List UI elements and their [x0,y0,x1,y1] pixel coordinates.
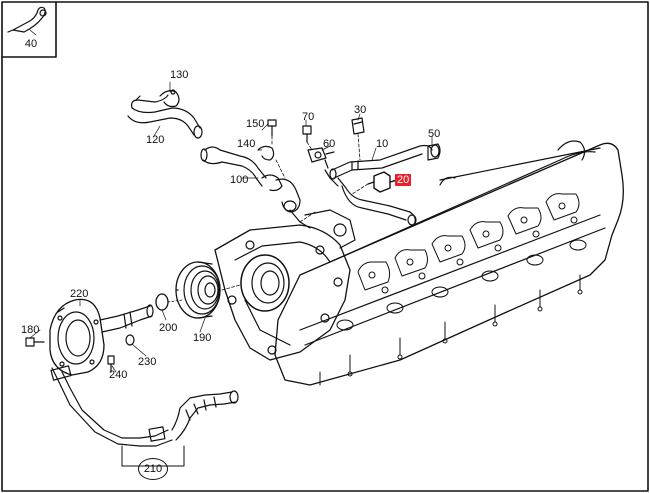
callout-130[interactable]: 130 [170,69,189,81]
callout-120[interactable]: 120 [146,134,165,146]
bolt-150 [267,119,277,137]
callout-200[interactable]: 200 [159,322,178,334]
cylinder-head [274,140,624,386]
sensor-70 [302,125,312,143]
callout-40[interactable]: 40 [24,38,38,50]
leader-lines [29,29,433,373]
inset-box-clamp [1,1,57,58]
hose-100 [200,145,311,229]
callout-150[interactable]: 150 [246,118,265,130]
callout-70[interactable]: 70 [302,111,315,123]
hose-120 [127,89,203,139]
sensor-20 [367,171,399,193]
callout-240[interactable]: 240 [109,369,128,381]
timing-case [214,209,356,361]
callout-230[interactable]: 230 [138,356,157,368]
o-ring-200 [155,293,169,311]
callout-180[interactable]: 180 [21,324,40,336]
belt-pulley [175,261,221,319]
water-pump [49,298,154,447]
callout-100[interactable]: 100 [230,174,249,186]
callout-140[interactable]: 140 [237,138,256,150]
callout-10[interactable]: 10 [376,138,389,150]
sensor-60 [307,147,335,163]
callout-50[interactable]: 50 [428,128,441,140]
callout-190[interactable]: 190 [193,332,212,344]
callout-30[interactable]: 30 [354,104,367,116]
hose-210 [139,390,239,447]
cap-30 [351,117,365,135]
bolt-240 [107,355,115,373]
callout-210[interactable]: 210 [138,458,168,480]
callout-220[interactable]: 220 [70,288,89,300]
seal-230 [125,334,135,346]
callout-20-highlighted[interactable]: 20 [395,174,412,186]
callout-60[interactable]: 60 [323,138,336,150]
assembly-lines [221,133,369,291]
hose-10 [324,144,440,226]
cap-50 [427,143,441,161]
bolt-180 [25,337,45,347]
